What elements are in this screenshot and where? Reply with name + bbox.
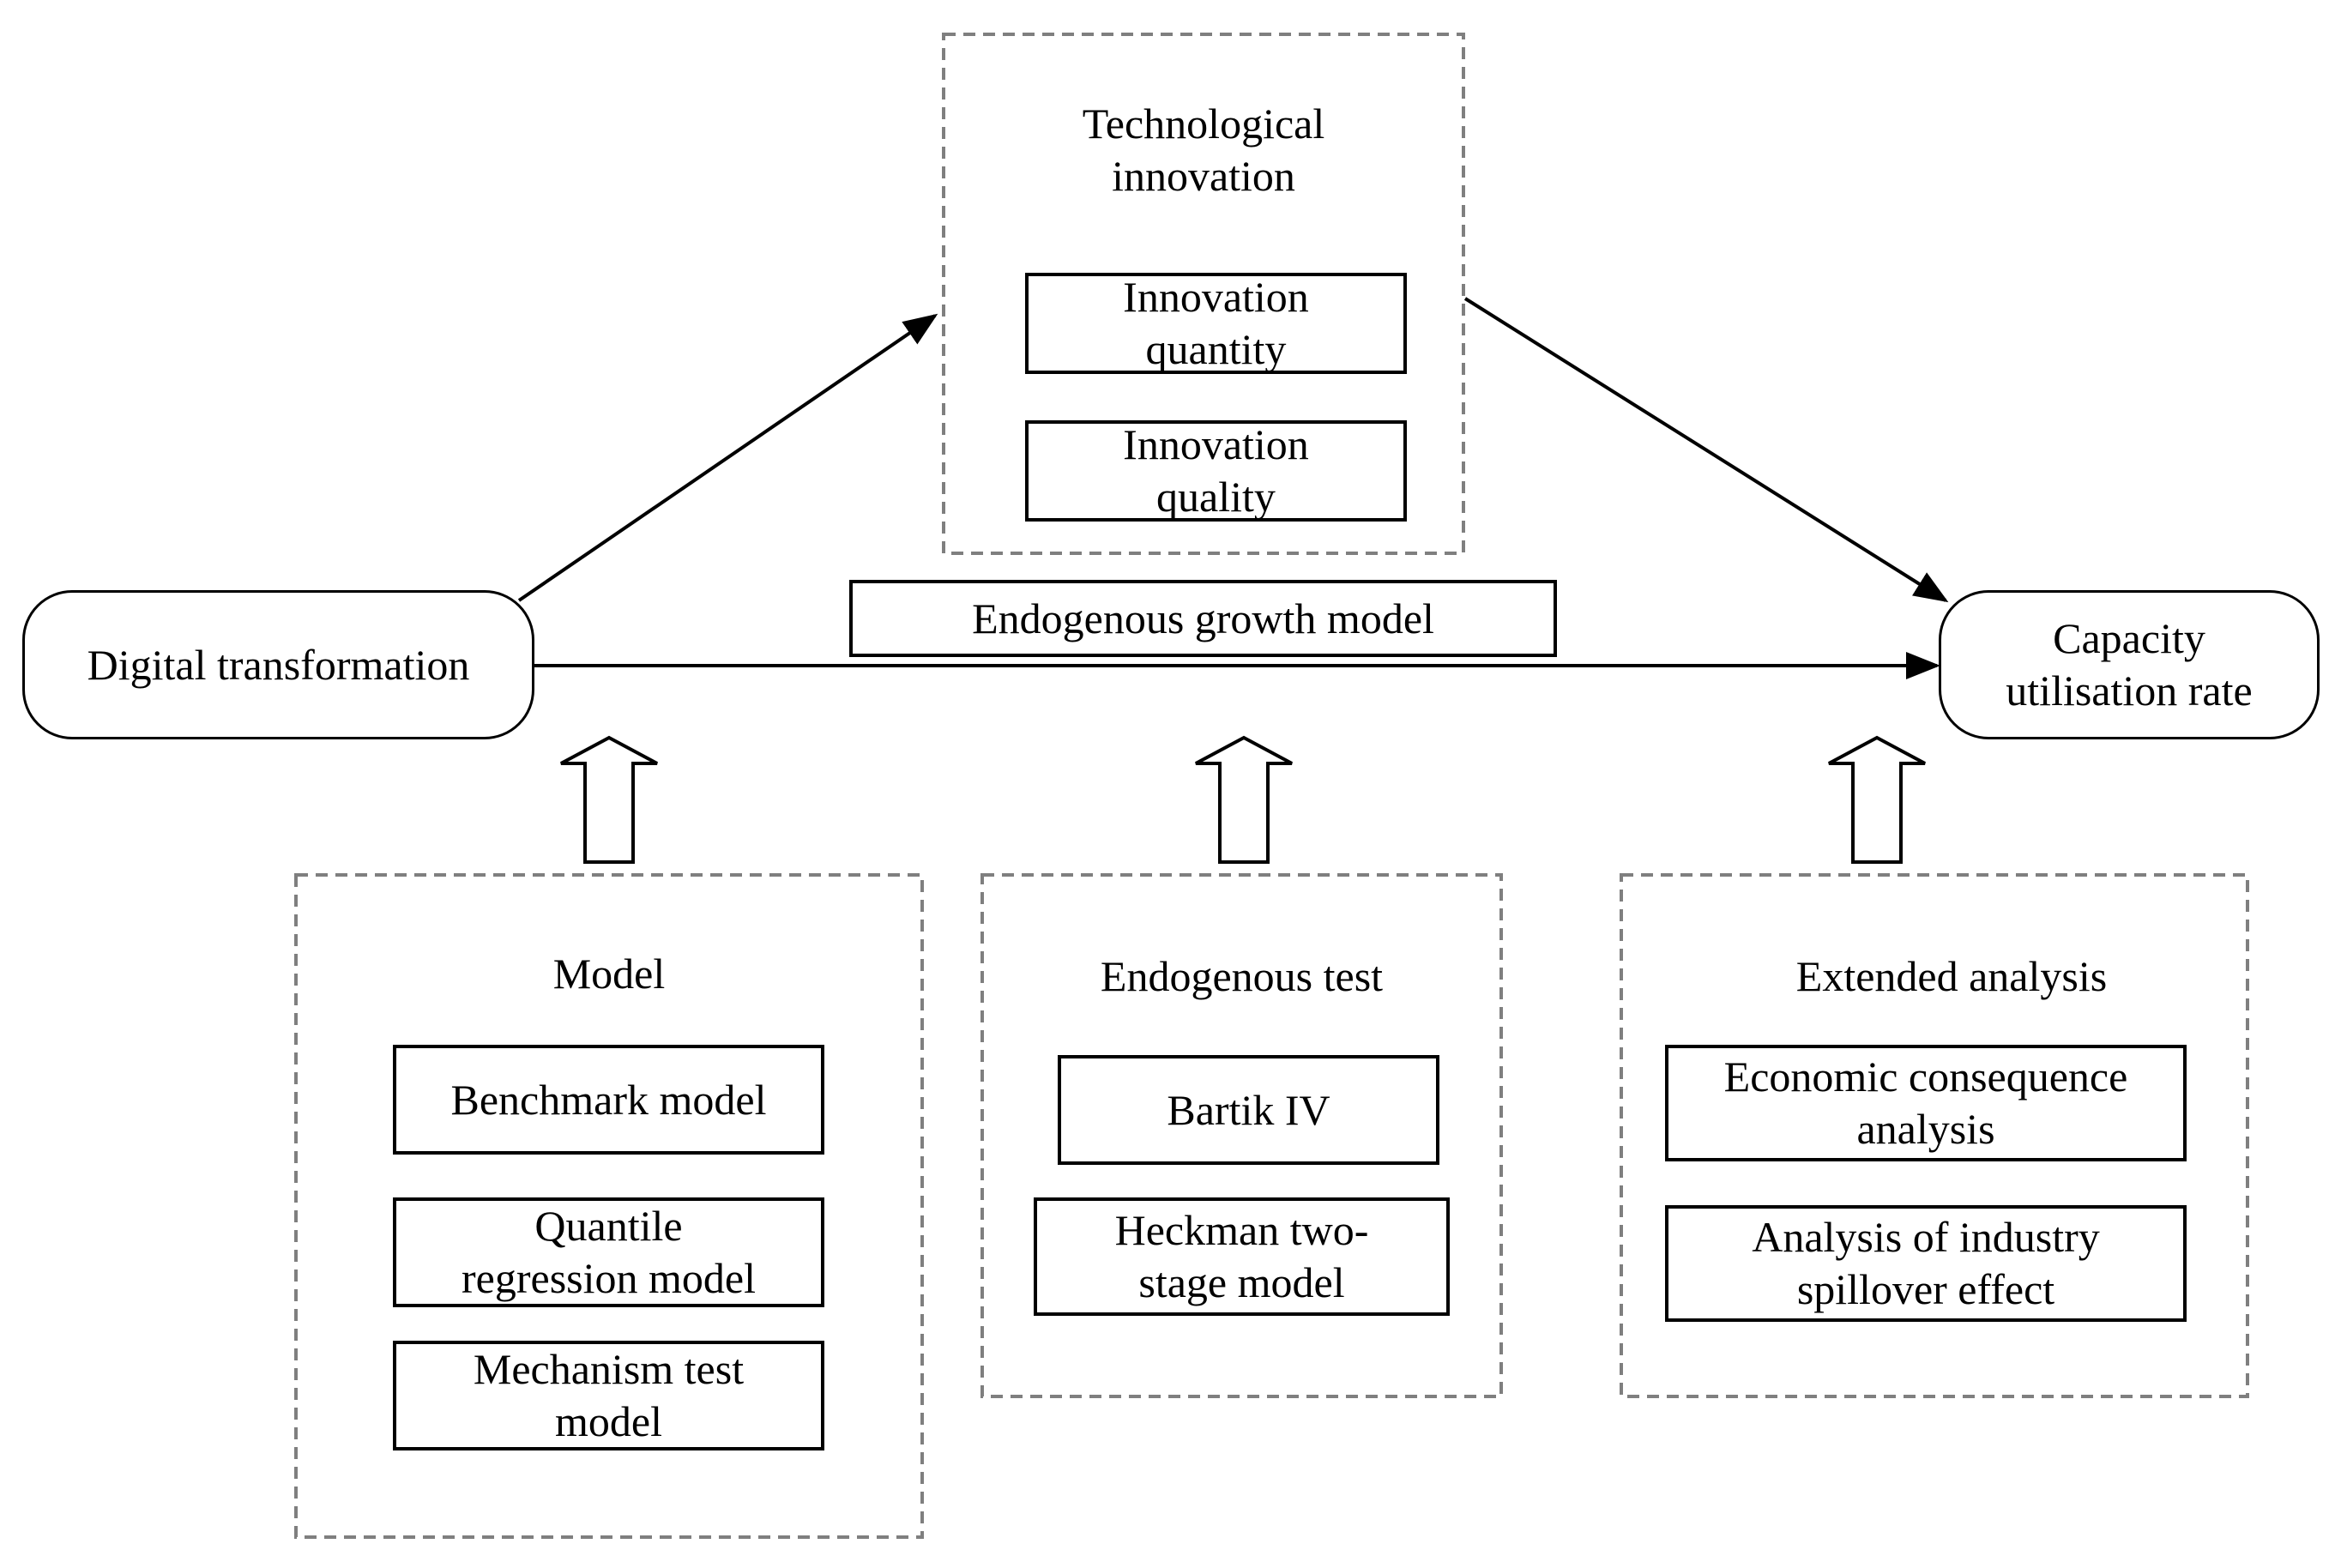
mechanism-test-model-box: Mechanism test model [393, 1341, 824, 1450]
mediator-group-title: Technological innovation [1082, 100, 1325, 200]
heckman-two-stage-model-box: Heckman two- stage model [1034, 1197, 1450, 1316]
endogenous-test-group-title: Endogenous test [1100, 951, 1384, 1000]
benchmark-model-box: Benchmark model [393, 1045, 824, 1155]
arrow-digital-to-innovation [517, 313, 938, 602]
model-group-frame [294, 873, 924, 1539]
bartik-iv-box: Bartik IV [1058, 1055, 1439, 1165]
economic-consequence-analysis-box: Economic consequence analysis [1665, 1045, 2187, 1161]
model-group-title: Model [552, 949, 666, 998]
up-arrow-endogenous-test [1195, 735, 1293, 864]
up-arrow-extended-analysis [1828, 735, 1926, 864]
industry-spillover-effect-box: Analysis of industry spillover effect [1665, 1205, 2187, 1322]
mediator-group-frame [942, 33, 1465, 555]
arrow-innovation-to-capacity [1463, 297, 1949, 603]
innovation-quantity-box: Innovation quantity [1025, 273, 1407, 374]
innovation-quality-box: Innovation quality [1025, 420, 1407, 522]
extended-analysis-group-title: Extended analysis [1795, 951, 2108, 1000]
node-capacity-utilisation: Capacity utilisation rate [1939, 590, 2320, 739]
endogenous-test-group-frame [980, 873, 1503, 1398]
extended-analysis-group-frame [1620, 873, 2249, 1398]
quantile-regression-model-box: Quantile regression model [393, 1197, 824, 1307]
node-digital-transformation: Digital transformation [22, 590, 534, 739]
up-arrow-model [560, 735, 658, 864]
node-endogenous-growth-model: Endogenous growth model [849, 580, 1557, 657]
